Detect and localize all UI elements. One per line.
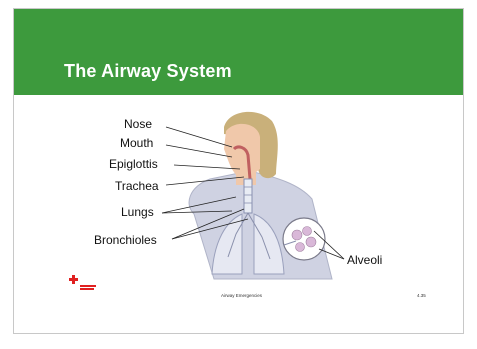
label-trachea: Trachea — [115, 179, 159, 193]
slide: The Airway System — [13, 8, 464, 334]
label-mouth: Mouth — [120, 136, 153, 150]
red-cross-logo — [69, 275, 99, 293]
footer-title: Airway Emergencies — [221, 293, 262, 298]
label-bronchioles: Bronchioles — [94, 233, 157, 247]
label-alveoli: Alveoli — [347, 253, 382, 267]
label-epiglottis: Epiglottis — [109, 157, 158, 171]
label-lungs: Lungs — [121, 205, 154, 219]
footer-page-number: 4.35 — [417, 293, 426, 298]
label-nose: Nose — [124, 117, 152, 131]
